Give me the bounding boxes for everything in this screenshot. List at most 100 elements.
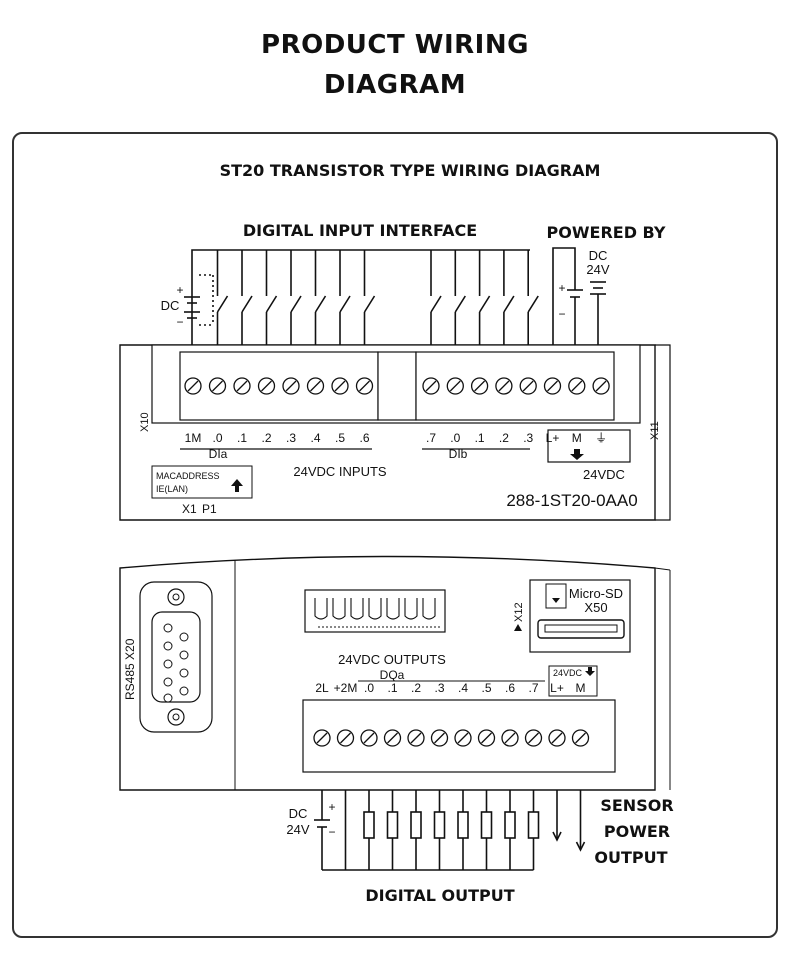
power-terminal-box [547, 429, 631, 463]
db9-pin [163, 677, 173, 687]
plc-bottom-module [119, 555, 671, 791]
up-arrow-icon [231, 479, 243, 492]
output-screw [571, 729, 590, 747]
input-terminal-label: .1 [237, 431, 247, 445]
out-24v-label: 24V [286, 822, 309, 837]
p1-label: P1 [202, 502, 217, 516]
output-screw [383, 729, 402, 747]
input-terminal-label: .4 [310, 431, 320, 445]
digital-output-heading: DIGITAL OUTPUT [365, 886, 514, 905]
power-wires [552, 247, 583, 345]
powered-by-heading: POWERED BY [547, 223, 666, 242]
input-screw-b [543, 377, 562, 395]
db9-pin [163, 641, 173, 651]
input-terminal-label: .0 [212, 431, 222, 445]
input-terminal-label: .2 [261, 431, 271, 445]
power-terminal-label: L+ [546, 431, 560, 445]
diagram-subtitle: ST20 TRANSISTOR TYPE WIRING DIAGRAM [220, 161, 601, 180]
sensor-terminal-box [548, 665, 598, 697]
db9-pin [179, 686, 189, 696]
output-screw [477, 729, 496, 747]
input-switch [216, 250, 229, 345]
sd-arrow-icon [552, 598, 560, 603]
bottom-terminal-screws [313, 729, 590, 747]
input-screw-b [592, 377, 610, 395]
input-screw-b [495, 377, 513, 395]
input-switch [363, 250, 376, 345]
group-q-label: DQa [380, 668, 405, 682]
input-terminal-label: .7 [426, 431, 436, 445]
power-dc-label: DC [589, 248, 608, 263]
top-terminal-screws [184, 377, 610, 395]
input-switch [265, 250, 278, 345]
sensor-heading-line2: POWER [604, 822, 670, 841]
sensor-power-label: 24VDC [553, 668, 583, 678]
rs485-label: RS485 X20 [123, 638, 137, 700]
input-switch [430, 250, 442, 345]
sensor-heading-line1: SENSOR [600, 796, 673, 815]
out-plus-sign: + [328, 800, 335, 814]
mac-line1: MACADDRESS [156, 471, 220, 481]
output-screw [430, 729, 449, 747]
input-terminal-label: .3 [286, 431, 296, 445]
input-terminal-label: .5 [335, 431, 345, 445]
output-screw [454, 729, 472, 747]
output-terminal-label: .6 [505, 681, 515, 695]
input-switch [454, 250, 466, 345]
slot-contact [422, 598, 436, 620]
input-switch [241, 250, 253, 345]
expansion-slot-contacts [314, 598, 440, 628]
power-terminal-label: M [572, 431, 582, 445]
output-screw [336, 729, 355, 747]
connector-x10: X10 [139, 412, 151, 432]
connector-x11: X11 [649, 421, 661, 440]
slot-contact [368, 598, 382, 620]
output-terminal-label: .5 [481, 681, 491, 695]
input-screw-b [422, 377, 440, 395]
input-switch [314, 250, 327, 345]
input-screw-b [470, 377, 489, 395]
x1-label: X1 [182, 502, 197, 516]
input-screw-b [446, 377, 464, 395]
input-minus-sign: − [176, 315, 183, 329]
slot-contact [404, 598, 418, 620]
sensor-terminal-label: L+ [550, 681, 564, 695]
page-title-line2: DIAGRAM [323, 70, 467, 100]
inputs-caption: 24VDC INPUTS [293, 464, 387, 479]
sensor-down-arrow-icon [585, 667, 595, 676]
slot-contact [314, 598, 328, 620]
model-number: 288-1ST20-0AA0 [506, 491, 637, 510]
diagram-frame [12, 132, 778, 938]
input-switch [503, 250, 515, 345]
input-terminal-label: .2 [499, 431, 509, 445]
db9-pin [163, 693, 173, 703]
group-b-label: DIb [449, 447, 468, 461]
out-dc-label: DC [289, 806, 308, 821]
power-terminal-label: ⏚ [595, 431, 607, 445]
sensor-terminal-label: M [576, 681, 586, 695]
output-screw [501, 729, 519, 747]
sensor-heading-line3: OUTPUT [594, 848, 667, 867]
output-terminal-label: .0 [364, 681, 374, 695]
output-terminal-label: 2L [315, 681, 329, 695]
input-terminal-label: .3 [523, 431, 533, 445]
page-title-line1: PRODUCT WIRING [261, 30, 529, 60]
input-dc-label: DC [161, 298, 180, 313]
output-terminal-label: .1 [387, 681, 397, 695]
db9-pin [179, 650, 189, 660]
output-terminal-label: +2M [334, 681, 358, 695]
input-screw-a [257, 377, 276, 395]
power-minus-sign: − [558, 307, 565, 321]
db9-pin [163, 659, 173, 669]
x50-label: X50 [584, 600, 607, 615]
input-screw-a [233, 377, 251, 395]
expansion-slot [304, 589, 446, 633]
outputs-caption: 24VDC OUTPUTS [338, 652, 446, 667]
output-screw [548, 729, 566, 747]
input-screw-a [331, 377, 349, 395]
output-screw [313, 729, 331, 747]
output-terminal-label: .3 [434, 681, 444, 695]
input-switches [216, 250, 539, 345]
db9-pin [179, 632, 189, 642]
power-down-arrow-icon [570, 449, 584, 460]
